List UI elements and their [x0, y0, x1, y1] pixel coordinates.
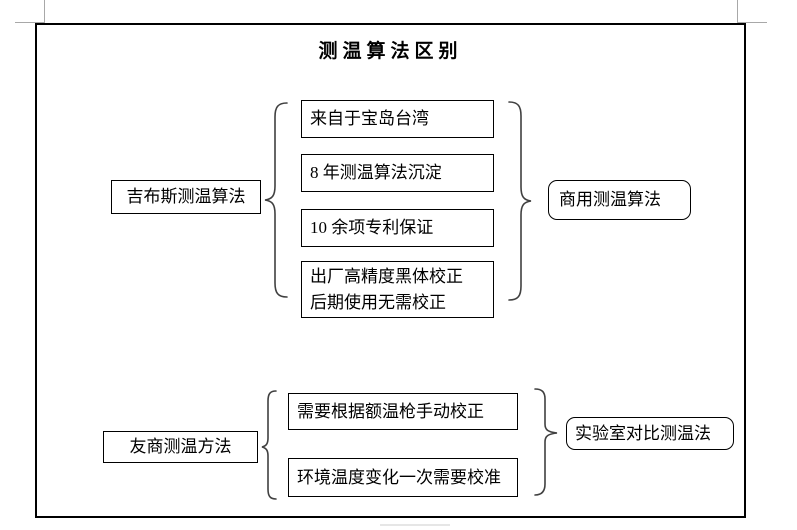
competitor-method-box[interactable]: 友商测温方法 [103, 431, 258, 463]
feature-label-line2: 后期使用无需校正 [310, 292, 446, 312]
commercial-algorithm-box[interactable]: 商用测温算法 [548, 180, 691, 220]
feature-label: 来自于宝岛台湾 [310, 109, 429, 128]
gibbs-algorithm-box[interactable]: 吉布斯测温算法 [111, 180, 261, 214]
curly-brace-right-bottom [534, 388, 558, 496]
page-corner-mark-top-left-vertical [44, 0, 45, 23]
drawback-box-ambient-temperature[interactable]: 环境温度变化一次需要校准 [288, 458, 518, 497]
feature-box-patents[interactable]: 10 余项专利保证 [301, 209, 494, 247]
feature-label-line1: 出厂高精度黑体校正 [310, 266, 463, 286]
curly-brace-left-top [264, 102, 288, 298]
feature-box-blackbody-calibration[interactable]: 出厂高精度黑体校正 后期使用无需校正 [301, 261, 494, 318]
feature-label: 10 余项专利保证 [310, 218, 434, 237]
next-page-edge-mark [380, 524, 450, 526]
gibbs-algorithm-label: 吉布斯测温算法 [126, 187, 246, 206]
page-corner-mark-top-right-vertical [737, 0, 738, 23]
curly-brace-right-top [508, 101, 532, 301]
drawback-label: 需要根据额温枪手动校正 [297, 401, 484, 421]
lab-comparison-label: 实验室对比测温法 [575, 423, 711, 443]
feature-box-taiwan[interactable]: 来自于宝岛台湾 [301, 100, 494, 138]
diagram-title: 测温算法区别 [318, 41, 463, 62]
page-corner-mark-top-right-horizontal [737, 22, 767, 23]
commercial-algorithm-label: 商用测温算法 [559, 190, 661, 209]
page-corner-mark-top-left-horizontal [15, 22, 45, 23]
feature-label: 8 年测温算法沉淀 [310, 163, 442, 182]
curly-brace-left-bottom [261, 390, 277, 500]
drawback-box-manual-calibration[interactable]: 需要根据额温枪手动校正 [288, 393, 518, 430]
feature-box-8-years[interactable]: 8 年测温算法沉淀 [301, 154, 494, 192]
lab-comparison-box[interactable]: 实验室对比测温法 [566, 417, 734, 450]
competitor-method-label: 友商测温方法 [129, 437, 232, 456]
diagram-frame [35, 23, 746, 518]
drawback-label: 环境温度变化一次需要校准 [297, 467, 501, 487]
